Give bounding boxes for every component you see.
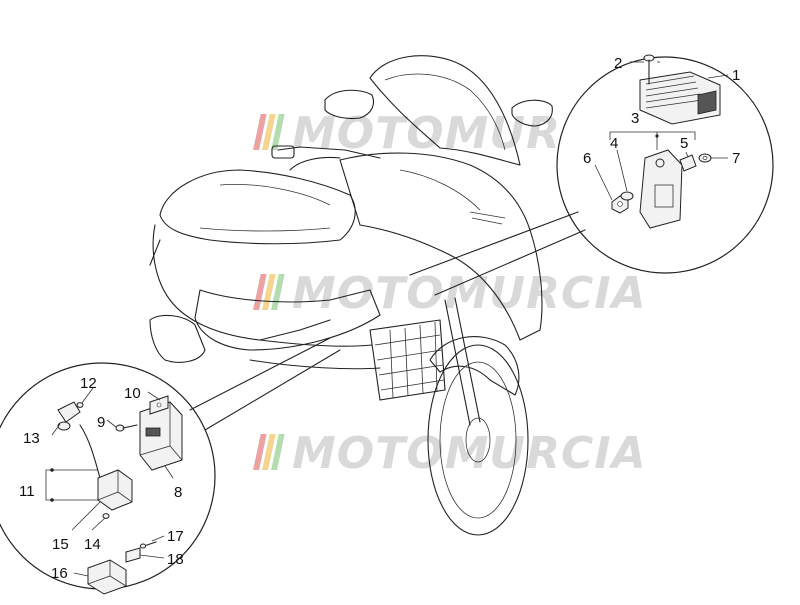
watermark-text: MOTOMURCIA — [292, 428, 647, 479]
leader-18 — [139, 554, 165, 559]
mounting-bracket — [639, 149, 683, 229]
relay-screw — [102, 513, 110, 519]
callout-17: 17 — [167, 528, 184, 545]
small-relay — [87, 559, 127, 595]
watermark-stripe — [253, 434, 267, 470]
watermark-stripe — [271, 114, 285, 150]
small-relay-screw — [139, 541, 157, 549]
leader-12 — [81, 387, 94, 404]
group-bracket-11 — [45, 469, 98, 501]
detail-circle-relays: 10 9 12 13 11 8 15 14 17 18 16 — [0, 337, 341, 595]
leader-4 — [616, 149, 628, 192]
front-fairing — [339, 152, 543, 341]
windscreen — [369, 55, 521, 166]
leader-15 — [71, 501, 101, 531]
watermark-2: MOTOMURCIA — [253, 268, 647, 319]
floorboard — [249, 339, 381, 370]
callout-10: 10 — [124, 385, 141, 402]
sleeve — [620, 191, 634, 201]
callout-4: 4 — [610, 135, 618, 152]
leader-9 — [106, 419, 117, 428]
leader-10 — [147, 391, 161, 401]
watermark-text: MOTOMURCIA — [292, 268, 647, 319]
callout-1: 1 — [732, 67, 740, 84]
side-panel — [194, 289, 381, 351]
callout-14: 14 — [84, 536, 101, 553]
callout-6: 6 — [583, 150, 591, 167]
leader-line — [409, 211, 579, 276]
callout-12: 12 — [80, 375, 97, 392]
small-relay-bracket — [125, 547, 141, 563]
leader-line — [434, 229, 586, 296]
rear-detail — [149, 314, 206, 363]
watermark-stripe — [271, 434, 285, 470]
callout-2: 2 — [614, 55, 622, 72]
voltage-regulator — [639, 71, 721, 125]
front-fork — [444, 297, 481, 426]
watermark-stripe — [271, 274, 285, 310]
handlebar — [277, 146, 381, 171]
washer — [698, 153, 712, 163]
handlebar-grip — [271, 145, 295, 159]
callout-9: 9 — [97, 414, 105, 431]
detail-circle-regulator: 1 2 3 4 5 6 7 — [409, 54, 774, 296]
left-mirror — [324, 89, 375, 120]
control-unit-screw — [115, 424, 138, 432]
windscreen-inner — [384, 73, 506, 151]
watermark-stripe — [262, 434, 276, 470]
callout-15: 15 — [52, 536, 69, 553]
nut — [611, 195, 629, 214]
watermark-3: MOTOMURCIA — [253, 428, 647, 479]
harness-wire — [79, 424, 101, 479]
callout-16: 16 — [51, 565, 68, 582]
radiator-grille — [369, 319, 446, 401]
callout-3: 3 — [631, 110, 639, 127]
relay — [97, 469, 133, 511]
front-wheel — [427, 344, 529, 536]
callout-8: 8 — [174, 484, 182, 501]
leader-16 — [73, 572, 89, 577]
scooter-drawing — [149, 55, 553, 536]
fairing-detail — [399, 169, 506, 225]
leader-5 — [685, 151, 689, 158]
leader-1 — [707, 74, 729, 79]
seat — [159, 169, 356, 245]
callout-11: 11 — [19, 483, 35, 500]
leader-13 — [51, 423, 61, 436]
watermark-stripe — [253, 114, 267, 150]
control-unit-bracket — [149, 395, 169, 415]
leader-17 — [151, 535, 165, 542]
rear-body — [149, 224, 331, 341]
callout-18: 18 — [167, 551, 184, 568]
leader-line — [204, 349, 341, 431]
leader-line — [189, 337, 331, 411]
seat-detail — [199, 184, 331, 232]
front-mudguard — [429, 336, 520, 396]
watermark-stripe — [262, 114, 276, 150]
control-unit — [139, 401, 183, 471]
leader-8 — [164, 465, 174, 479]
sensor-connector — [57, 401, 84, 431]
callout-13: 13 — [23, 430, 40, 447]
callout-7: 7 — [732, 150, 740, 167]
leader-6 — [594, 164, 613, 201]
callout-5: 5 — [680, 135, 688, 152]
screw — [643, 54, 655, 85]
leader-14 — [91, 517, 106, 531]
right-mirror — [511, 99, 553, 127]
